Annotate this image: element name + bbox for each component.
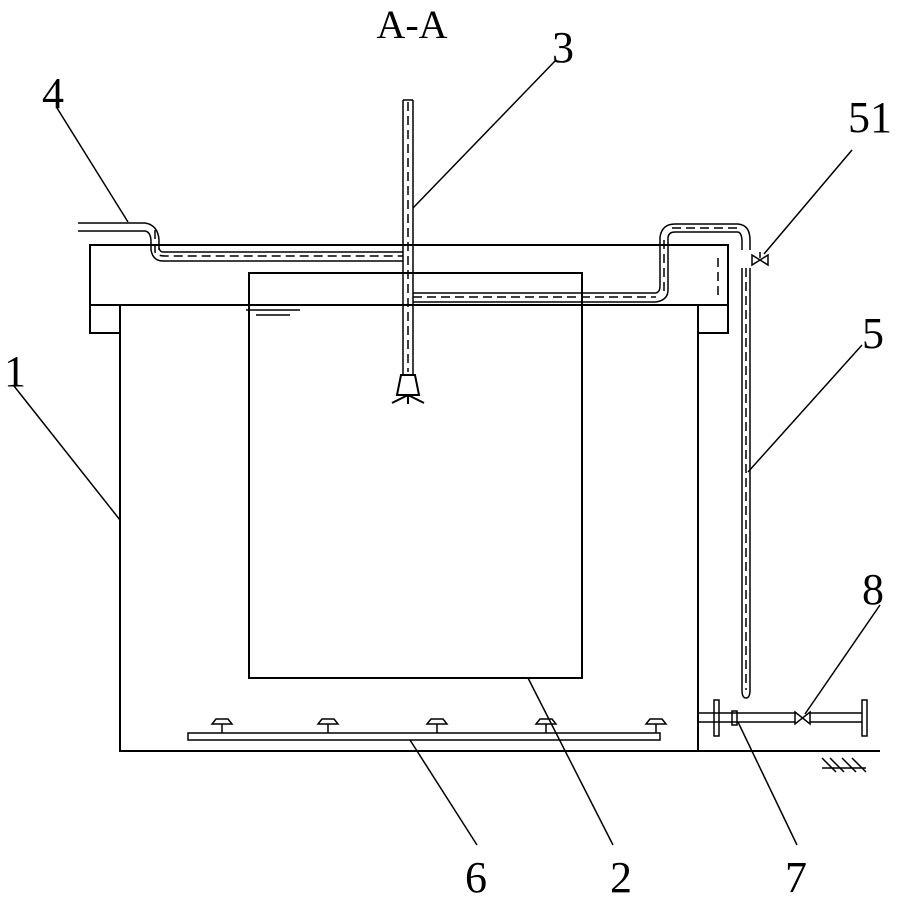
valve-51 bbox=[751, 252, 769, 267]
drain-valve-8 bbox=[794, 710, 811, 726]
nozzle bbox=[425, 718, 449, 733]
label-7: 7 bbox=[785, 853, 807, 902]
drain-pipe bbox=[698, 699, 868, 737]
label-1: 1 bbox=[4, 347, 26, 396]
label-51: 51 bbox=[848, 93, 892, 142]
vertical-spray-pipe bbox=[391, 99, 425, 404]
label-2: 2 bbox=[610, 853, 632, 902]
water-level-mark bbox=[246, 309, 300, 316]
nozzle bbox=[644, 718, 668, 733]
leader-lines bbox=[13, 59, 881, 846]
tank bbox=[89, 244, 729, 752]
nozzle bbox=[316, 718, 340, 733]
down-pipe bbox=[741, 268, 751, 699]
label-3: 3 bbox=[552, 23, 574, 72]
label-4: 4 bbox=[42, 69, 64, 118]
nozzle bbox=[210, 718, 234, 733]
ground-line bbox=[698, 750, 880, 773]
section-title: A-A bbox=[376, 2, 447, 47]
label-8: 8 bbox=[862, 565, 884, 614]
inlet-pipe bbox=[78, 222, 403, 262]
bottom-aeration-pipe bbox=[187, 718, 668, 741]
nozzle bbox=[534, 718, 558, 733]
inner-container bbox=[248, 272, 583, 679]
label-5: 5 bbox=[862, 309, 884, 358]
label-6: 6 bbox=[465, 853, 487, 902]
outlet-pipe bbox=[413, 223, 751, 303]
